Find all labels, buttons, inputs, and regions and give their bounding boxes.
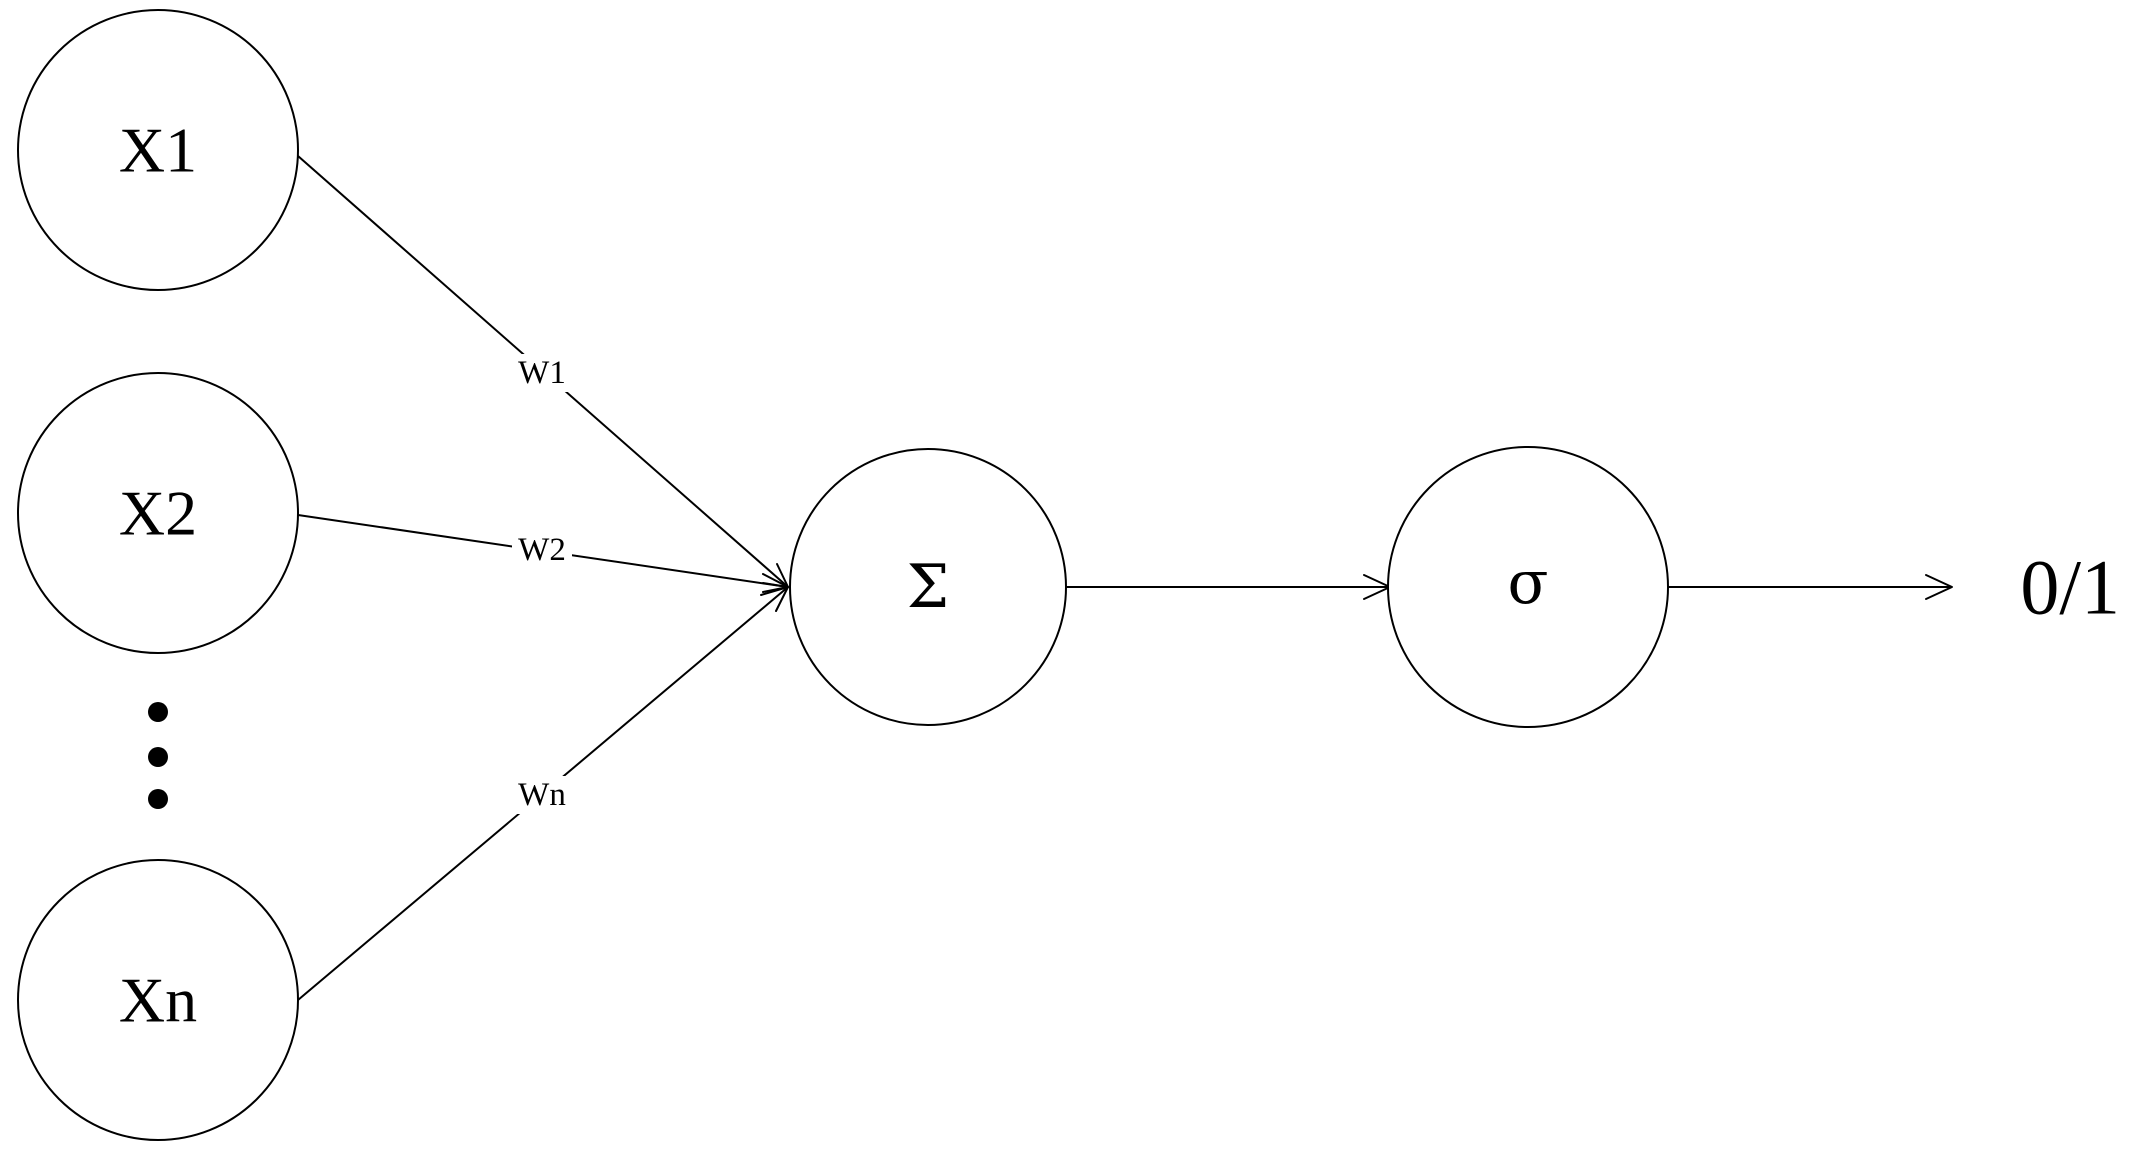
weight-w1-bg bbox=[512, 354, 572, 392]
input-node-xn-label: Xn bbox=[119, 965, 197, 1036]
input-node-xn: Xn bbox=[17, 859, 299, 1141]
arrowhead-output bbox=[1925, 574, 1953, 600]
weight-w2: W2 bbox=[512, 531, 572, 569]
activation-node: σ bbox=[1387, 446, 1669, 728]
input-node-x2: X2 bbox=[17, 372, 299, 654]
activation-symbol: σ bbox=[1508, 548, 1549, 618]
weight-wn: Wn bbox=[512, 776, 572, 814]
input-node-xn-circle bbox=[17, 859, 299, 1141]
vertical-ellipsis bbox=[148, 702, 168, 809]
input-node-x1-label: X1 bbox=[119, 115, 197, 186]
weight-w2-label: W2 bbox=[518, 532, 566, 568]
activation-node-circle bbox=[1387, 446, 1669, 728]
ellipsis-dot-3 bbox=[148, 789, 168, 809]
input-node-x2-circle bbox=[17, 372, 299, 654]
weight-w1: W1 bbox=[512, 354, 572, 392]
input-node-x1-circle bbox=[17, 9, 299, 291]
summation-symbol: Σ bbox=[907, 552, 949, 622]
weight-wn-label: Wn bbox=[518, 777, 566, 813]
weight-w2-bg bbox=[512, 531, 572, 569]
weight-wn-bg bbox=[512, 776, 572, 814]
ellipsis-dot-2 bbox=[148, 747, 168, 767]
output-label: 0/1 bbox=[2020, 544, 2120, 631]
input-node-x1: X1 bbox=[17, 9, 299, 291]
summation-node: Σ bbox=[789, 448, 1067, 726]
arrowhead-xn bbox=[762, 586, 789, 612]
ellipsis-dot-1 bbox=[148, 702, 168, 722]
weight-w1-label: W1 bbox=[518, 355, 566, 391]
summation-node-circle bbox=[789, 448, 1067, 726]
input-node-x2-label: X2 bbox=[119, 478, 197, 549]
